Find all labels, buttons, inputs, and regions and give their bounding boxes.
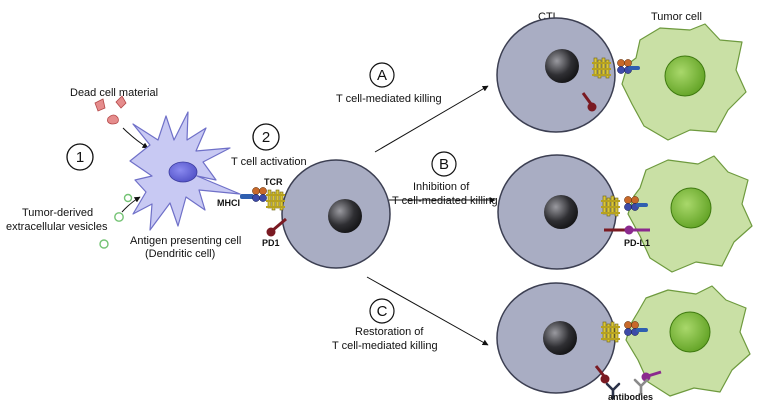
vesicle	[114, 212, 124, 222]
ctl-cell-b	[497, 154, 617, 270]
tumor-nucleus-c	[669, 311, 711, 353]
arrow-to-c	[366, 276, 489, 346]
extracellular-vesicles	[99, 193, 133, 249]
pathway-a-letter: A	[377, 67, 387, 84]
dead-cell-fragments	[94, 95, 127, 125]
pd1-label: PD1	[262, 238, 280, 248]
t-cell-nucleus	[328, 199, 362, 233]
pathway-b-letter: B	[439, 156, 449, 173]
tcr-cluster	[265, 189, 286, 211]
ctl-nucleus-b	[544, 195, 578, 229]
antibody-icon	[605, 382, 621, 400]
vesicle-arrow	[121, 196, 141, 213]
step-one-marker: 1	[66, 143, 94, 171]
step-one-label: 1	[76, 149, 84, 166]
tumor-cell-b	[627, 155, 753, 273]
central-t-cell	[281, 159, 391, 269]
ctl-nucleus-c	[543, 321, 577, 355]
pathway-c-label-1: Restoration of	[355, 326, 424, 338]
dead-cell-fragment	[115, 95, 127, 109]
synapse-a	[581, 57, 640, 112]
apc-label-2: (Dendritic cell)	[145, 248, 215, 260]
tumor-vesicles-label-2: extracellular vesicles	[6, 221, 108, 233]
pathway-a-marker: A	[369, 62, 395, 88]
dendritic-cell	[129, 111, 241, 231]
t-cell-activation-label: T cell activation	[231, 156, 307, 168]
tumor-cell-label: Tumor cell	[651, 11, 702, 23]
pathway-c-label-2: T cell-mediated killing	[332, 340, 438, 352]
pathway-b-label-2: T cell-mediated killing	[392, 195, 498, 207]
tcr-label: TCR	[264, 177, 283, 187]
dendritic-nucleus	[168, 161, 198, 183]
ctl-cell-c	[496, 282, 616, 394]
vesicle	[123, 193, 133, 203]
step-two-label: 2	[262, 129, 270, 146]
tumor-nucleus-b	[670, 187, 712, 229]
mhci-label: MHCI	[217, 198, 240, 208]
dead-cell-material-label: Dead cell material	[70, 87, 158, 99]
pdl1-receptor	[641, 370, 662, 382]
pd1-receptor	[594, 365, 610, 384]
tumor-nucleus-a	[664, 55, 706, 97]
antibody-icon	[633, 378, 649, 396]
mhci-complex	[240, 187, 267, 202]
tumor-cell-a	[621, 23, 747, 141]
ctl-cell-a	[496, 17, 616, 133]
antibodies-label: antibodies	[608, 392, 653, 402]
ctl-nucleus-a	[545, 49, 579, 83]
pathway-a-label: T cell-mediated killing	[336, 93, 442, 105]
apc-label-1: Antigen presenting cell	[130, 235, 241, 247]
dead-cell-fragment	[94, 98, 106, 112]
pathway-c-letter: C	[377, 303, 388, 320]
dead-cell-fragment	[107, 114, 119, 125]
synapse-b	[600, 195, 650, 235]
pathway-c-marker: C	[369, 298, 395, 324]
pd1-pdl1-bound	[604, 225, 650, 235]
pathway-b-marker: B	[431, 151, 457, 177]
pdl1-label: PD-L1	[624, 238, 650, 248]
synapse-receptors	[240, 187, 287, 237]
synapse-c	[594, 321, 662, 400]
step-two-marker: 2	[252, 123, 280, 151]
tumor-cell-c	[625, 285, 751, 397]
pathway-b-label-1: Inhibition of	[413, 181, 470, 193]
vesicle	[99, 239, 109, 249]
pd1-receptor	[266, 217, 287, 237]
tumor-vesicles-label-1: Tumor-derived	[22, 207, 93, 219]
dead-cell-arrow	[122, 127, 149, 149]
arrow-to-a	[374, 85, 489, 153]
pd1-receptor	[581, 92, 597, 112]
